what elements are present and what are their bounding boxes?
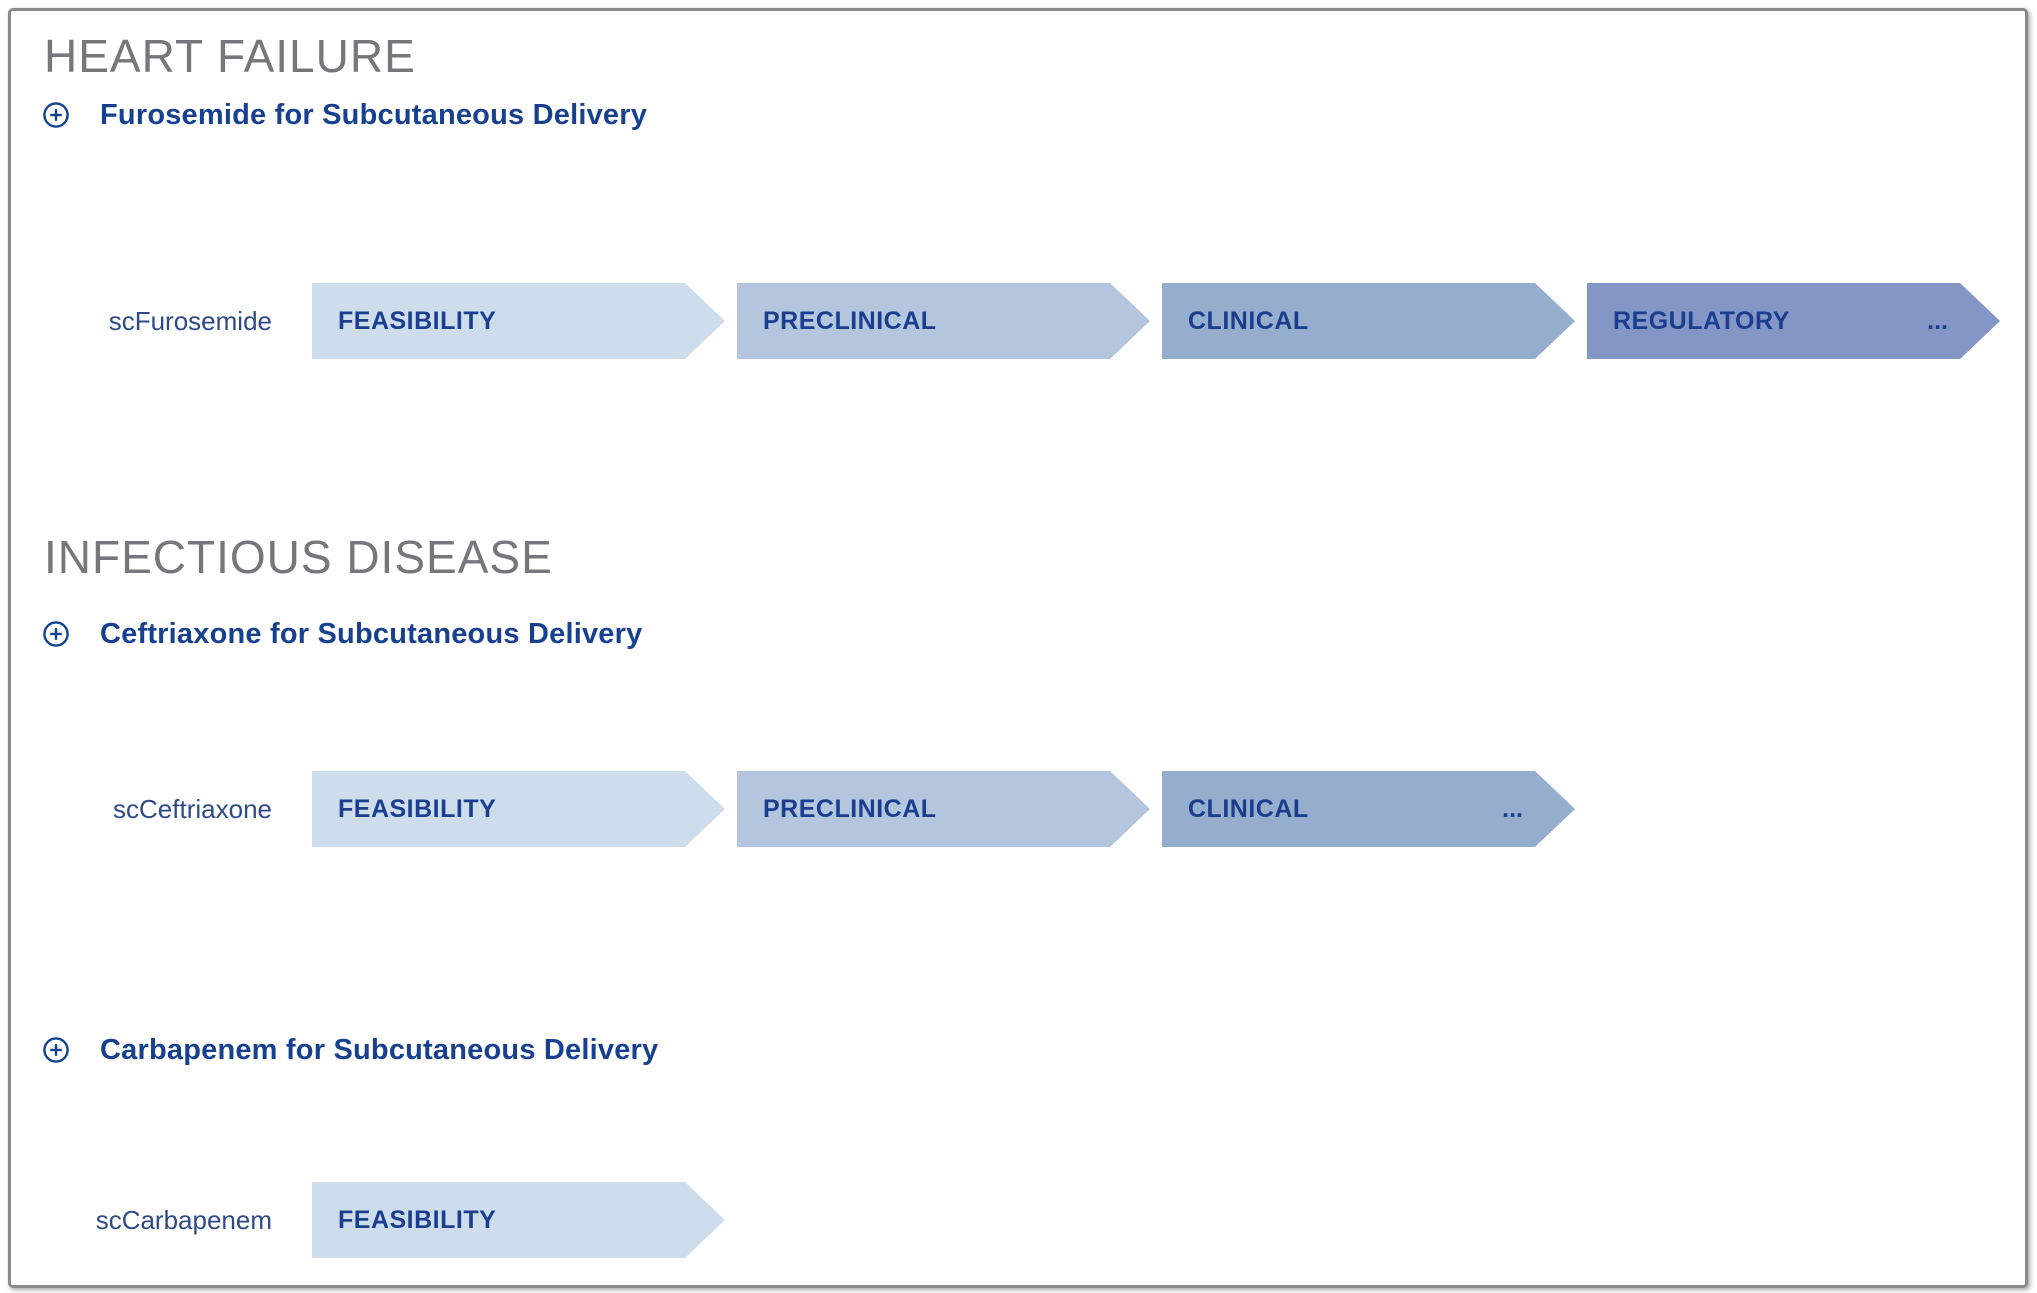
program-row: Furosemide for Subcutaneous Delivery: [42, 97, 647, 133]
plus-circle-icon[interactable]: [42, 620, 70, 648]
stage-label: FEASIBILITY: [338, 794, 497, 823]
stage-label: CLINICAL: [1188, 794, 1309, 823]
stage-label: FEASIBILITY: [338, 306, 497, 335]
plus-circle-icon[interactable]: [42, 101, 70, 129]
section-heading: HEART FAILURE: [44, 30, 416, 82]
pipeline-row: scCeftriaxone FEASIBILITY PRECLINICAL CLINI…: [0, 771, 2037, 847]
program-title[interactable]: Ceftriaxone for Subcutaneous Delivery: [100, 617, 643, 650]
pipeline-row: scFurosemide FEASIBILITY PRECLINICAL CLINIC…: [0, 283, 2037, 359]
pipeline-label: scCeftriaxone: [113, 793, 272, 824]
stage-arrow-regulatory: REGULATORY...: [1587, 283, 2000, 359]
page-frame: [8, 8, 2028, 1288]
stage-label: PRECLINICAL: [763, 794, 937, 823]
program-title[interactable]: Carbapenem for Subcutaneous Delivery: [100, 1033, 659, 1066]
program-title[interactable]: Furosemide for Subcutaneous Delivery: [100, 98, 648, 131]
stage-arrow-preclinical: PRECLINICAL: [737, 283, 1150, 359]
stage-arrow-preclinical: PRECLINICAL: [737, 771, 1150, 847]
truncation-ellipsis: ...: [1927, 306, 1948, 335]
plus-circle-icon[interactable]: [42, 1036, 70, 1064]
truncation-ellipsis: ...: [1502, 794, 1523, 823]
section-heading: INFECTIOUS DISEASE: [44, 531, 553, 583]
program-row: Carbapenem for Subcutaneous Delivery: [42, 1032, 658, 1068]
pipeline-row: scCarbapenem FEASIBILITY: [0, 1182, 2037, 1258]
pipeline-label: scFurosemide: [108, 305, 272, 336]
pipeline-label: scCarbapenem: [95, 1204, 272, 1235]
stage-arrow-clinical: CLINICAL...: [1162, 771, 1575, 847]
stage-label: CLINICAL: [1188, 306, 1309, 335]
stage-arrow-feasibility: FEASIBILITY: [312, 1182, 725, 1258]
stage-label: REGULATORY: [1613, 306, 1790, 335]
stage-label: FEASIBILITY: [338, 1205, 497, 1234]
stage-arrow-feasibility: FEASIBILITY: [312, 283, 725, 359]
stage-arrow-clinical: CLINICAL: [1162, 283, 1575, 359]
program-row: Ceftriaxone for Subcutaneous Delivery: [42, 616, 642, 652]
stage-label: PRECLINICAL: [763, 306, 937, 335]
stage-arrow-feasibility: FEASIBILITY: [312, 771, 725, 847]
